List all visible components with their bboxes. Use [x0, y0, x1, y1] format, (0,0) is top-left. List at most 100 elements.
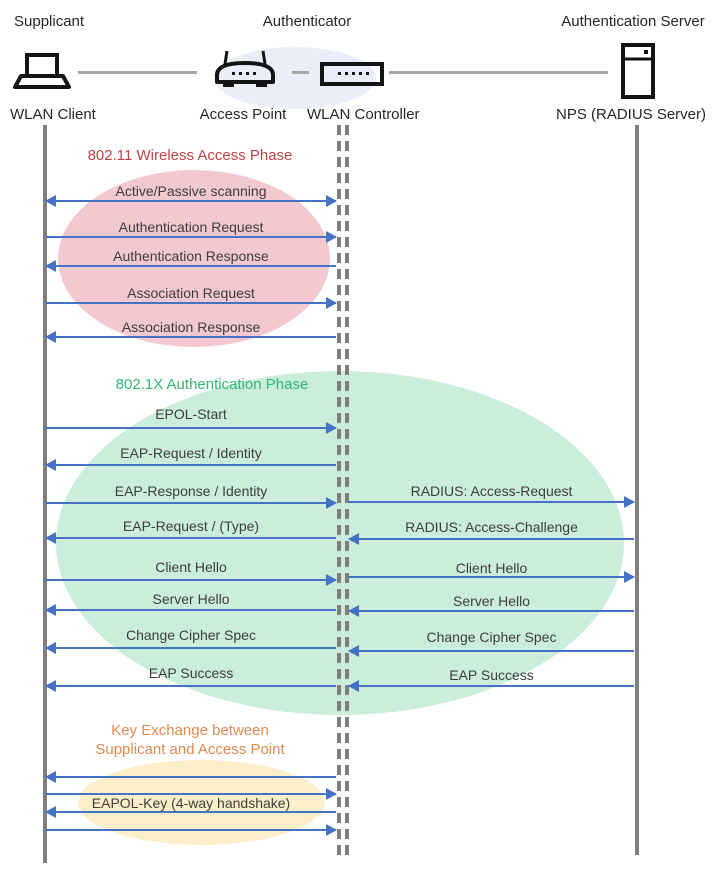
arrowhead-right-icon	[326, 297, 337, 309]
actor-role-auth-server: Authentication Server	[561, 13, 705, 30]
arrow-shaft	[46, 793, 336, 795]
message-arrow	[45, 459, 336, 471]
phase1-ellipse	[58, 170, 330, 347]
arrowhead-left-icon	[45, 331, 56, 343]
authenticator-halo-ellipse	[214, 47, 376, 109]
actor-role-supplicant: Supplicant	[14, 13, 85, 30]
arrowhead-right-icon	[326, 574, 337, 586]
message-label: EAP Success	[148, 665, 234, 681]
message-label: Authentication Request	[118, 219, 264, 235]
arrowhead-left-icon	[45, 642, 56, 654]
arrowhead-right-icon	[326, 231, 337, 243]
message-arrow	[46, 422, 337, 434]
message-label: Association Request	[127, 285, 255, 301]
message-arrow	[45, 331, 336, 343]
phase3-title: Key Exchange between Supplicant and Acce…	[70, 721, 310, 759]
arrowhead-left-icon	[348, 533, 359, 545]
message-arrow	[45, 642, 336, 654]
lifeline-supplicant	[43, 125, 47, 863]
message-label: Active/Passive scanning	[115, 183, 267, 199]
arrowhead-left-icon	[45, 680, 56, 692]
message-arrow	[45, 806, 336, 818]
phase3-title-line2: Supplicant and Access Point	[95, 741, 285, 758]
message-label: EAP-Request / (Type)	[122, 518, 260, 534]
message-label: Server Hello	[152, 591, 230, 607]
message-label: EAP-Request / Identity	[120, 445, 262, 461]
arrow-shaft	[349, 576, 634, 578]
arrowhead-left-icon	[45, 532, 56, 544]
message-arrow	[45, 771, 336, 783]
message-label: Server Hello	[452, 593, 531, 609]
message-label: EAP-Response / Identity	[114, 483, 268, 499]
message-label: Client Hello	[155, 559, 227, 575]
arrow-shaft	[46, 427, 336, 429]
arrow-shaft	[46, 302, 336, 304]
arrow-shaft	[46, 464, 336, 466]
message-label: EPOL-Start	[155, 406, 227, 422]
message-label: Authentication Response	[113, 248, 269, 264]
arrow-shaft	[46, 609, 336, 611]
message-label: Change Cipher Spec	[426, 629, 557, 645]
arrow-shaft	[46, 647, 336, 649]
arrow-shaft	[46, 776, 336, 778]
phase1-title: 802.11 Wireless Access Phase	[87, 147, 293, 164]
arrow-shaft	[46, 200, 336, 202]
connector-controller-server	[389, 71, 608, 74]
arrow-shaft	[46, 336, 336, 338]
phase2-title: 802.1X Authentication Phase	[115, 376, 309, 393]
arrowhead-right-icon	[326, 422, 337, 434]
message-arrow	[46, 497, 337, 509]
arrow-shaft	[46, 579, 336, 581]
arrowhead-right-icon	[624, 496, 635, 508]
arrowhead-right-icon	[326, 195, 337, 207]
message-arrow	[45, 260, 336, 272]
connector-ap-controller	[292, 71, 309, 74]
arrow-shaft	[349, 650, 634, 652]
message-label: Change Cipher Spec	[126, 627, 256, 643]
message-arrow	[46, 297, 337, 309]
lifeline-auth-server	[635, 125, 639, 855]
arrowhead-left-icon	[45, 806, 56, 818]
arrowhead-right-icon	[326, 497, 337, 509]
message-arrow	[348, 605, 634, 617]
message-arrow	[349, 571, 635, 583]
message-arrow	[46, 574, 337, 586]
arrowhead-right-icon	[326, 824, 337, 836]
device-label-access-point: Access Point	[199, 106, 287, 123]
arrow-shaft	[349, 610, 634, 612]
arrowhead-right-icon	[624, 571, 635, 583]
arrowhead-left-icon	[348, 680, 359, 692]
arrow-shaft	[349, 501, 634, 503]
arrow-shaft	[46, 236, 336, 238]
server-icon	[621, 43, 655, 99]
arrowhead-left-icon	[45, 260, 56, 272]
arrow-shaft	[349, 538, 634, 540]
actor-role-authenticator: Authenticator	[262, 13, 352, 30]
arrowhead-left-icon	[45, 459, 56, 471]
arrowhead-left-icon	[45, 771, 56, 783]
message-arrow	[348, 680, 634, 692]
message-label: EAPOL-Key (4-way handshake)	[91, 795, 291, 811]
wlan-controller-icon	[320, 62, 384, 86]
lifeline-authenticator-right	[345, 125, 349, 856]
message-arrow	[45, 532, 336, 544]
message-label: EAP Success	[449, 667, 534, 683]
message-arrow	[46, 231, 337, 243]
arrow-shaft	[46, 811, 336, 813]
device-label-nps: NPS (RADIUS Server)	[555, 106, 707, 123]
arrow-shaft	[46, 537, 336, 539]
message-arrow	[46, 824, 337, 836]
message-arrow	[348, 533, 634, 545]
arrow-shaft	[46, 265, 336, 267]
message-label: RADIUS: Access-Challenge	[405, 519, 578, 535]
arrow-shaft	[46, 685, 336, 687]
lifeline-authenticator-left	[337, 125, 341, 856]
arrow-shaft	[46, 829, 336, 831]
message-arrow	[45, 680, 336, 692]
arrowhead-left-icon	[348, 645, 359, 657]
arrowhead-left-icon	[45, 195, 56, 207]
arrowhead-left-icon	[45, 604, 56, 616]
message-arrow	[45, 195, 337, 207]
connector-client-ap	[78, 71, 197, 74]
